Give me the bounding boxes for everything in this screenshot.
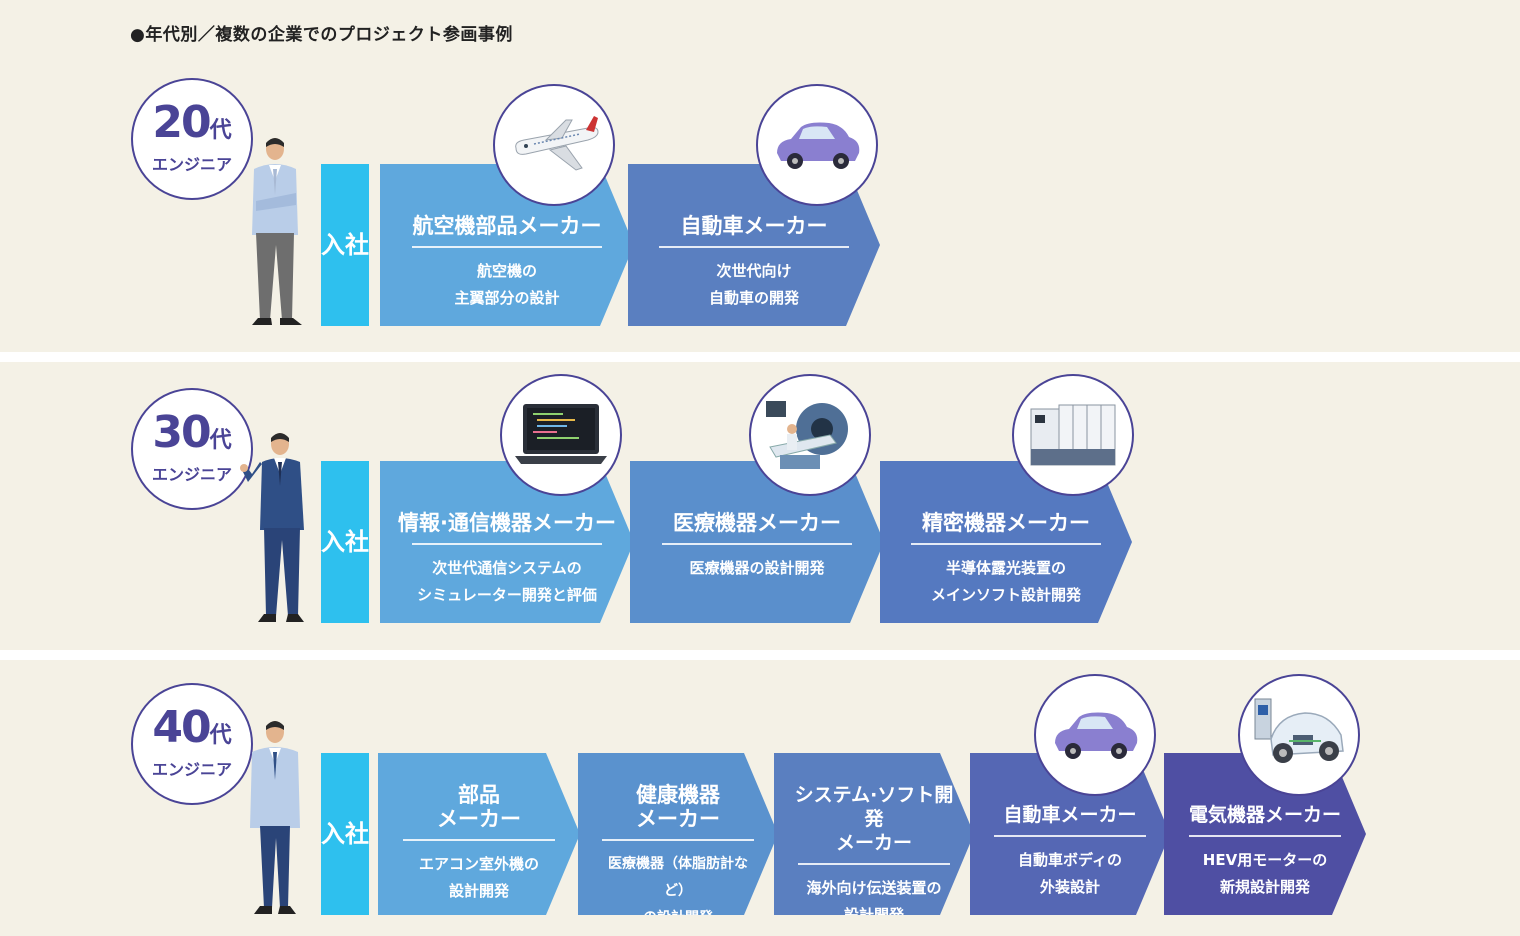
- underline: [1189, 835, 1341, 837]
- underline: [662, 543, 852, 545]
- project-description: エアコン室外機の 設計開発: [418, 854, 539, 900]
- career-step: 医療機器メーカー 医療機器の設計開発: [630, 461, 884, 623]
- age-badge-20s: 20代 エンジニア: [131, 78, 253, 200]
- role-label: エンジニア: [151, 760, 232, 779]
- career-step: システム·ソフト開発 メーカー 海外向け伝送装置の 設計開発: [774, 753, 974, 915]
- underline: [911, 543, 1101, 545]
- engineer-figure-40s: [250, 721, 300, 914]
- section-divider: [0, 650, 1520, 660]
- hybrid-car-icon: [1238, 674, 1360, 796]
- page-title: ●年代別／複数の企業でのプロジェクト参画事例: [130, 25, 513, 45]
- age-number: 40: [152, 702, 211, 753]
- car-icon: [756, 84, 878, 206]
- role-label: エンジニア: [151, 155, 232, 174]
- join-label: 入社: [321, 820, 369, 848]
- car-icon: [1034, 674, 1156, 796]
- company-name: 自動車メーカー: [680, 214, 828, 238]
- career-step: 健康機器 メーカー 医療機器（体脂肪計など） の設計開発: [578, 753, 778, 915]
- project-description: 海外向け伝送装置の 設計開発: [806, 878, 942, 924]
- underline: [403, 839, 555, 841]
- project-description: 航空機の 主翼部分の設計: [454, 261, 560, 307]
- project-description: 半導体露光装置の メインソフト設計開発: [930, 558, 1081, 604]
- airplane-icon: [493, 84, 615, 206]
- engineer-figure-30s: [240, 433, 304, 622]
- join-label: 入社: [321, 231, 369, 259]
- project-description: 次世代通信システムの シミュレーター開発と評価: [417, 558, 597, 604]
- age-suffix: 代: [209, 723, 232, 748]
- project-description: 医療機器（体脂肪計など） の設計開発: [608, 855, 748, 926]
- underline: [412, 246, 602, 248]
- company-name: 情報·通信機器メーカー: [398, 511, 616, 535]
- career-step: 部品 メーカー エアコン室外機の 設計開発: [378, 753, 580, 915]
- age-badge-40s: 40代 エンジニア: [131, 683, 253, 805]
- project-description: 次世代向け 自動車の開発: [708, 261, 799, 307]
- project-description: 医療機器の設計開発: [689, 558, 825, 577]
- section-divider: [0, 352, 1520, 362]
- join-marker: 入社: [321, 753, 369, 915]
- join-marker: 入社: [321, 461, 369, 623]
- laptop-icon: [500, 374, 622, 496]
- underline: [659, 246, 849, 248]
- age-number: 20: [152, 97, 211, 148]
- join-marker: 入社: [321, 164, 369, 326]
- career-step: 情報·通信機器メーカー 次世代通信システムの シミュレーター開発と評価: [380, 461, 634, 623]
- underline: [412, 543, 602, 545]
- company-name: システム·ソフト開発 メーカー: [794, 784, 954, 854]
- company-name: 電気機器メーカー: [1188, 804, 1341, 826]
- project-description: 自動車ボディの 外装設計: [1018, 850, 1122, 896]
- role-label: エンジニア: [151, 465, 232, 484]
- age-suffix: 代: [209, 118, 232, 143]
- underline: [798, 863, 950, 865]
- company-name: 精密機器メーカー: [922, 511, 1090, 535]
- company-name: 部品 メーカー: [437, 783, 521, 831]
- join-label: 入社: [321, 528, 369, 556]
- company-name: 自動車メーカー: [1003, 804, 1137, 826]
- company-name: 医療機器メーカー: [673, 511, 841, 535]
- age-badge-30s: 30代 エンジニア: [131, 388, 253, 510]
- exposure-machine-icon: [1012, 374, 1134, 496]
- company-name: 航空機部品メーカー: [412, 214, 602, 238]
- underline: [994, 835, 1146, 837]
- underline: [602, 839, 754, 841]
- project-description: HEV用モーターの 新規設計開発: [1202, 850, 1328, 896]
- age-suffix: 代: [209, 428, 232, 453]
- company-name: 健康機器 メーカー: [636, 783, 720, 831]
- engineer-figure-20s: [252, 138, 302, 325]
- age-number: 30: [152, 407, 211, 458]
- mri-scanner-icon: [749, 374, 871, 496]
